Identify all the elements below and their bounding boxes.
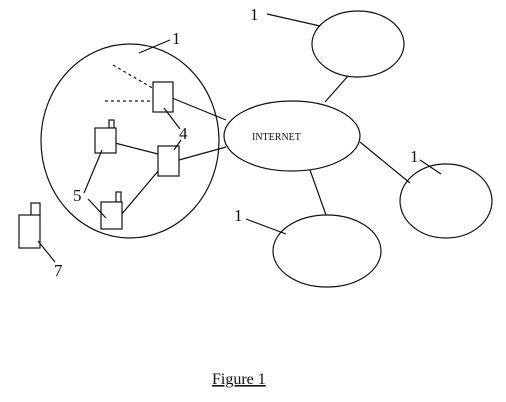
mobile-terminal-upper: [94, 119, 117, 154]
dashed-link-1: [112, 64, 157, 91]
numeral-base-station: 4: [179, 124, 188, 143]
link-terminal-basestation: [114, 142, 159, 155]
internet-ellipse: [223, 100, 361, 172]
network-bottom-ellipse: [272, 214, 382, 288]
link-internet-right: [359, 141, 411, 184]
leader-terminals-b: [87, 198, 107, 219]
leader-base-station-b: [163, 107, 181, 130]
leader-network-right: [419, 159, 442, 175]
leader-base-station-a: [173, 139, 182, 151]
numeral-network-bottom: 1: [234, 206, 243, 225]
network-right-ellipse: [399, 163, 493, 239]
numeral-network-right: 1: [410, 147, 419, 166]
link-internet-bottom: [309, 169, 327, 216]
network-top-ellipse: [311, 10, 405, 78]
internet-label: INTERNET: [252, 132, 301, 143]
leader-roaming-terminal: [37, 240, 56, 263]
figure-caption: Figure 1: [212, 371, 266, 388]
link-internet-top: [324, 75, 349, 103]
link-basestation-terminal-bottom: [120, 169, 160, 216]
numeral-mobile-terminals: 5: [73, 186, 82, 205]
mobile-terminal-lower: [100, 191, 123, 230]
base-station-mid: [157, 145, 180, 177]
link-basestation-mid-internet: [178, 146, 227, 161]
numeral-roaming-terminal: 7: [54, 261, 63, 280]
local-network-ellipse: [40, 43, 220, 239]
leader-network-local: [138, 39, 171, 54]
numeral-network-top: 1: [250, 5, 259, 24]
leader-network-top: [266, 13, 321, 27]
link-basestation-top-internet: [171, 97, 227, 121]
roaming-terminal: [18, 202, 41, 249]
leader-network-bottom: [245, 218, 287, 235]
base-station-top: [152, 81, 174, 113]
leader-terminals-a: [83, 149, 103, 194]
numeral-network-local: 1: [172, 29, 181, 48]
